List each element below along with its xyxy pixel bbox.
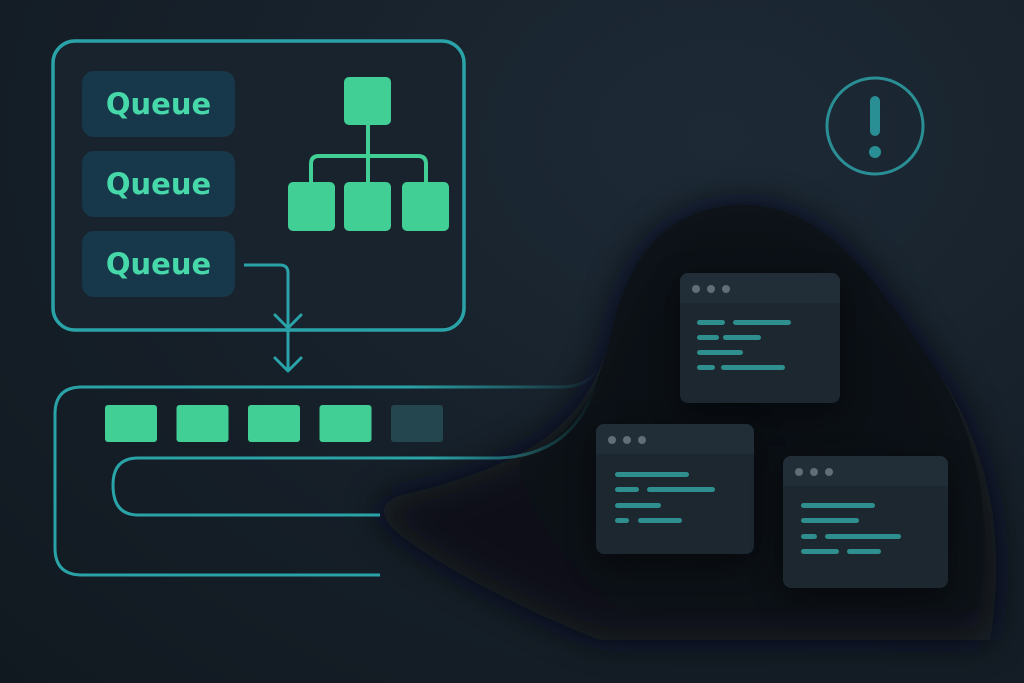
pipeline-slot-empty — [391, 405, 443, 442]
queue-item-2[interactable]: Queue — [82, 151, 235, 217]
window-dot — [707, 285, 715, 293]
window-dot — [692, 285, 700, 293]
code-line — [721, 365, 785, 370]
window-titlebar — [680, 273, 840, 303]
window-dot — [638, 436, 646, 444]
hierarchy-tree-icon — [288, 77, 449, 231]
pipeline-slot-filled — [248, 405, 300, 442]
pipeline-slots — [105, 405, 443, 442]
code-line — [697, 350, 743, 355]
exclamation-circle-icon — [825, 76, 925, 176]
window-dot — [623, 436, 631, 444]
queue-item-3[interactable]: Queue — [82, 231, 235, 297]
pipeline-slot-filled — [176, 405, 229, 442]
code-line — [615, 518, 629, 523]
window-dot — [722, 285, 730, 293]
pipeline-slot-filled — [319, 405, 372, 442]
worker-window-3 — [783, 456, 948, 588]
window-titlebar — [596, 424, 754, 454]
queue-item-label: Queue — [105, 167, 212, 201]
code-line — [697, 335, 719, 340]
code-line — [615, 472, 689, 477]
code-line — [847, 549, 881, 554]
code-line — [801, 534, 817, 539]
queue-item-label: Queue — [105, 87, 212, 121]
code-line — [615, 503, 661, 508]
worker-window-2 — [596, 424, 754, 554]
code-line — [801, 518, 859, 523]
code-line — [801, 503, 875, 508]
window-dot — [608, 436, 616, 444]
code-line — [647, 487, 715, 492]
window-dot — [810, 468, 818, 476]
queue-item-1[interactable]: Queue — [82, 71, 235, 137]
code-line — [733, 320, 791, 325]
pipeline-slot-filled — [105, 405, 157, 442]
pipeline-track — [53, 364, 602, 577]
queue-item-label: Queue — [105, 247, 212, 281]
code-line — [801, 549, 839, 554]
window-dot — [795, 468, 803, 476]
code-line — [697, 365, 715, 370]
code-line — [697, 320, 725, 325]
code-line — [638, 518, 682, 523]
code-line — [723, 335, 761, 340]
arrow-down-icon — [244, 263, 303, 373]
code-line — [615, 487, 639, 492]
window-titlebar — [783, 456, 948, 486]
window-dot — [825, 468, 833, 476]
code-line — [825, 534, 901, 539]
worker-window-1 — [680, 273, 840, 403]
